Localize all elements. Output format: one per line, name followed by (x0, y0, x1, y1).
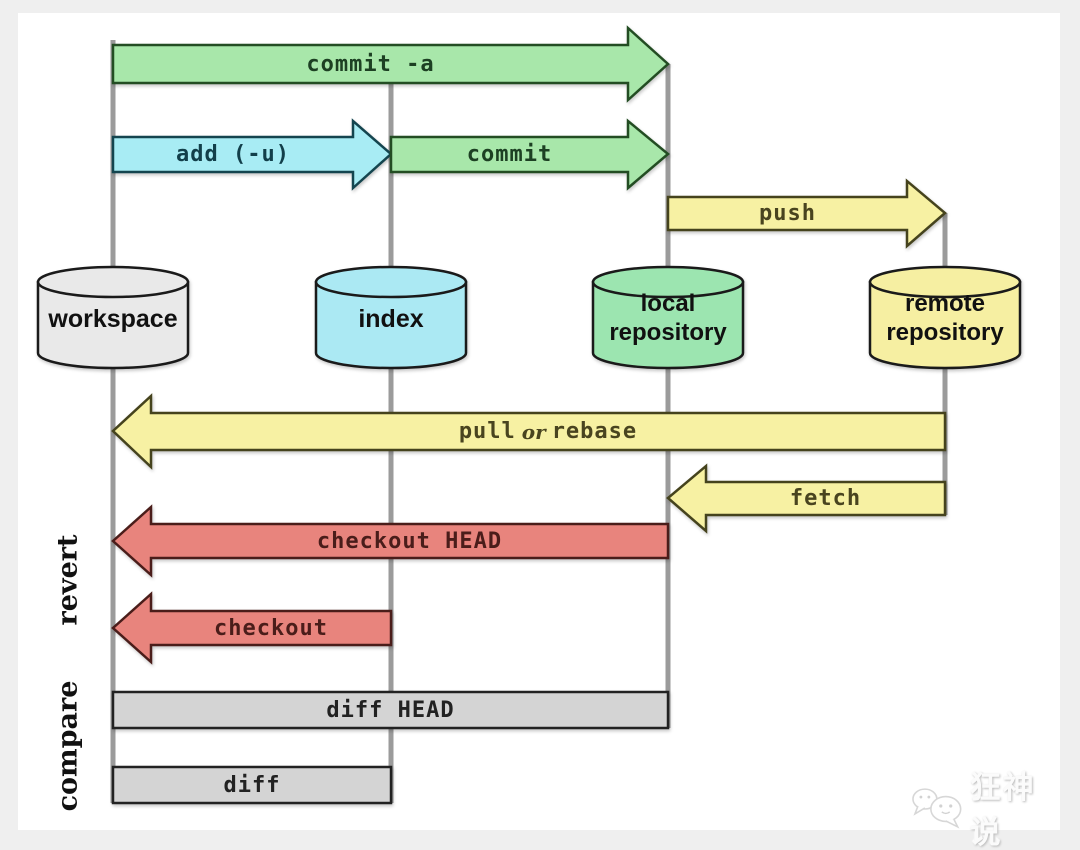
local-line2: repository (609, 319, 727, 346)
watermark: 狂神说 (908, 770, 1068, 850)
diff-bar (111, 765, 393, 805)
workspace-node-label: workspace (48, 305, 178, 333)
watermark-brand-text: 狂神说 (969, 770, 1036, 850)
arrows (111, 25, 947, 665)
revert-section-label: revert (52, 534, 84, 626)
remote-line2: repository (886, 319, 1004, 346)
index-cylinder (314, 265, 468, 370)
checkout-arrow (111, 591, 393, 665)
remote-repository-node-label: remote repository (870, 270, 1020, 368)
local-repository-node-label: local repository (593, 270, 743, 368)
diff-head-bar (111, 690, 670, 730)
compare-section-label: compare (52, 680, 84, 812)
commit-a-arrow (111, 25, 670, 103)
checkout-head-label: checkout HEAD (316, 528, 503, 554)
pull-word: pull (458, 419, 516, 444)
local-line1: local (640, 290, 696, 318)
add-label: add (-u) (176, 142, 290, 167)
store-cylinders (36, 265, 1022, 370)
compare-bars (111, 690, 670, 805)
chat-bubbles-face-icon (912, 788, 962, 829)
remote-line1: remote (904, 290, 986, 318)
add-arrow (111, 118, 393, 191)
fetch-label: fetch (789, 486, 862, 511)
diff-head-label: diff HEAD (326, 697, 455, 723)
index-node-label: index (358, 305, 424, 333)
local-repository-cylinder (591, 265, 745, 370)
or-word: or (521, 419, 546, 444)
rebase-word: rebase (551, 419, 638, 444)
checkout-label: checkout (214, 615, 328, 641)
push-label: push (759, 201, 816, 226)
remote-repository-cylinder (868, 265, 1022, 370)
diff-label: diff (223, 772, 281, 798)
commit-a-label: commit -a (306, 51, 435, 77)
pull-or-rebase-arrow (111, 393, 947, 470)
commit-label: commit (466, 142, 553, 167)
workspace-cylinder (36, 265, 190, 370)
checkout-head-arrow (111, 504, 670, 578)
commit-arrow (389, 118, 670, 191)
fetch-arrow (666, 463, 947, 534)
push-arrow (666, 178, 947, 249)
